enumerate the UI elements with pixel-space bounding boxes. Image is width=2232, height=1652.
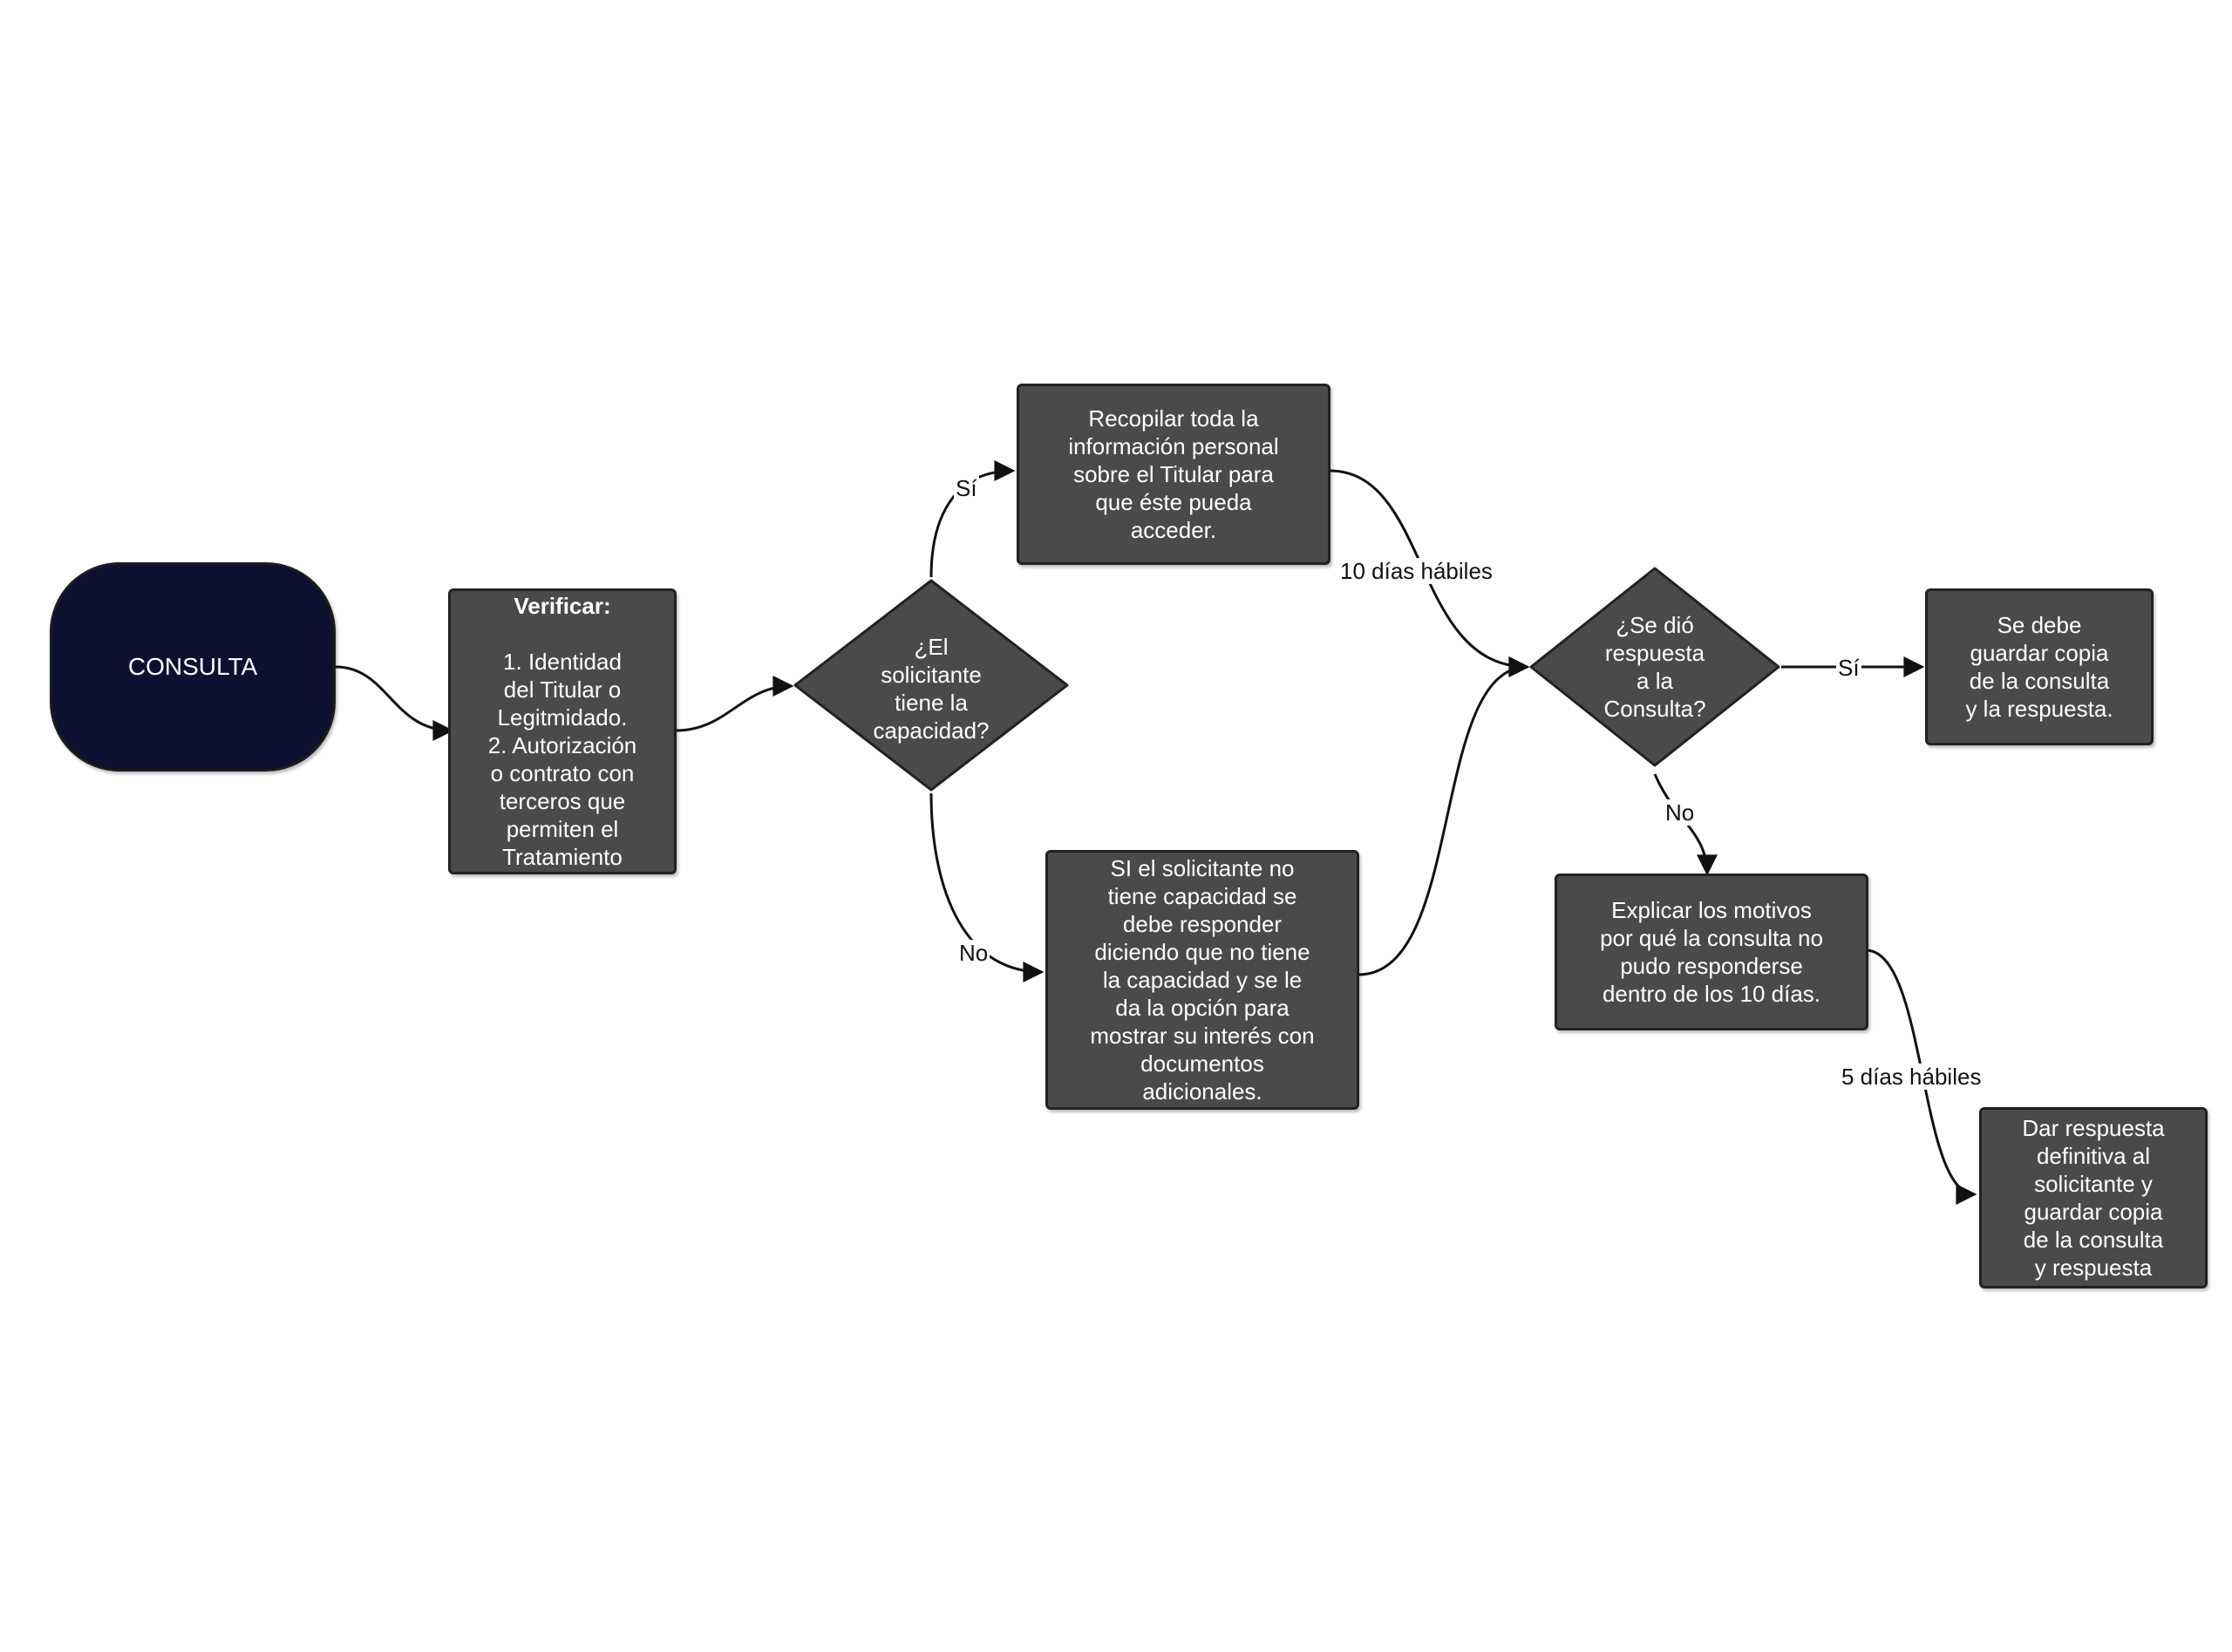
edge-decision1-yes	[929, 460, 1016, 578]
verify-box: Verificar: 1. Identidad del Titular o Le…	[448, 588, 677, 874]
label-decision2-no: No	[1664, 799, 1697, 826]
edge-verify-to-decision1	[675, 676, 794, 732]
start-terminal-label: CONSULTA	[127, 653, 258, 680]
collect-info-text: Recopilar toda la información personal s…	[1068, 405, 1279, 543]
no-capacity-box: SI el solicitante no tiene capacidad se …	[1045, 850, 1359, 1110]
save-copy-box: Se debe guardar copia de la consulta y l…	[1925, 588, 2154, 745]
collect-info-box: Recopilar toda la información personal s…	[1017, 384, 1330, 565]
save-copy-text: Se debe guardar copia de la consulta y l…	[1965, 612, 2113, 722]
explain-reasons-text: Explicar los motivos por qué la consulta…	[1600, 897, 1823, 1007]
label-five-days: 5 días hábiles	[1840, 1064, 1984, 1090]
final-response-box: Dar respuesta definitiva al solicitante …	[1979, 1107, 2208, 1288]
label-decision1-no: No	[957, 940, 990, 966]
verify-heading: Verificar:	[514, 593, 611, 619]
label-decision1-yes: Sí	[954, 475, 979, 501]
label-decision2-yes: Sí	[1836, 655, 1861, 681]
edge-nocapacity-to-decision2	[1358, 656, 1530, 976]
capacity-decision-shape	[793, 579, 1069, 792]
edge-decision1-no	[929, 792, 1045, 982]
response-decision: ¿Se dió respuesta a la Consulta?	[1528, 565, 1782, 769]
no-capacity-text: SI el solicitante no tiene capacidad se …	[1090, 855, 1315, 1105]
start-terminal: CONSULTA	[50, 562, 336, 772]
edge-start-to-verify	[335, 665, 454, 741]
response-decision-label: ¿Se dió respuesta a la Consulta?	[1603, 612, 1706, 722]
response-decision-shape	[1529, 567, 1780, 767]
verify-box-content: Verificar: 1. Identidad del Titular o Le…	[483, 564, 643, 899]
verify-text: 1. Identidad del Titular o Legitmidado. …	[487, 649, 637, 870]
final-response-text: Dar respuesta definitiva al solicitante …	[2022, 1115, 2165, 1281]
capacity-decision: ¿El solicitante tiene la capacidad?	[792, 577, 1071, 793]
explain-reasons-box: Explicar los motivos por qué la consulta…	[1555, 874, 1868, 1030]
label-ten-days: 10 días hábiles	[1338, 558, 1494, 584]
capacity-decision-label: ¿El solicitante tiene la capacidad?	[873, 634, 990, 744]
